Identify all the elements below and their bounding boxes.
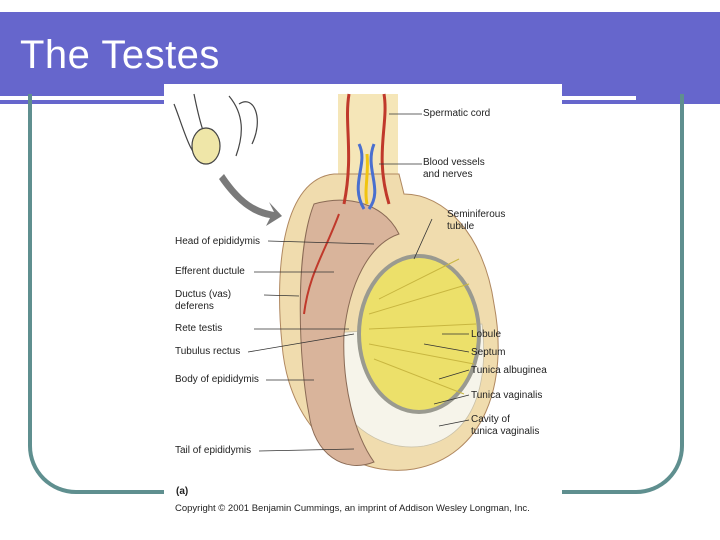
blood-vessels (303, 93, 391, 315)
label-ductus-deferens: Ductus (vas) deferens (175, 289, 232, 312)
label-spermatic-cord: Spermatic cord (423, 108, 491, 119)
label-rete-testis: Rete testis (175, 323, 223, 334)
testis-diagram: Spermatic cord Blood vessels and nerves … (164, 84, 562, 520)
epididymis (299, 199, 400, 466)
testis-illustration (173, 93, 499, 471)
label-seminiferous-tubule: Seminiferous tubule (447, 209, 506, 232)
label-blood-vessels: Blood vessels and nerves (423, 157, 485, 180)
label-tunica-albuginea: Tunica albuginea (471, 365, 547, 376)
label-tubulus-rectus: Tubulus rectus (175, 346, 241, 357)
label-efferent-ductule: Efferent ductule (175, 266, 245, 277)
label-tunica-vaginalis: Tunica vaginalis (471, 390, 543, 401)
testis-lobules (357, 254, 481, 414)
label-lobule: Lobule (471, 329, 502, 340)
septa (368, 258, 477, 395)
label-cavity-of-tunica-vaginalis: Cavity of tunica vaginalis (471, 414, 540, 437)
label-tail-of-epididymis: Tail of epididymis (175, 445, 252, 456)
copyright-notice: Copyright © 2001 Benjamin Cummings, an i… (175, 503, 530, 514)
label-head-of-epididymis: Head of epididymis (175, 236, 261, 247)
slide-title: The Testes (20, 33, 220, 77)
panel-label: (a) (176, 486, 189, 497)
label-septum: Septum (471, 347, 506, 358)
inset-body-sketch (173, 93, 258, 165)
label-body-of-epididymis: Body of epididymis (175, 374, 259, 385)
leader-lines (247, 113, 470, 452)
pointer-arrow (219, 174, 282, 226)
